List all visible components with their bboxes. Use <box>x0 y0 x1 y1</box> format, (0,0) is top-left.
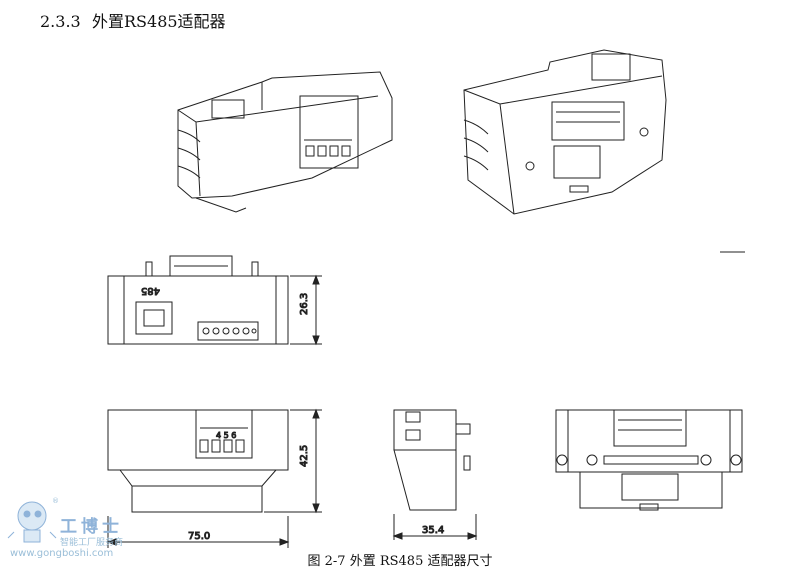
dimension-height-front: 26.3 <box>299 293 310 315</box>
side-view <box>392 409 478 540</box>
dimension-height-bottom: 42.5 <box>299 445 310 467</box>
port-label-485: 485 <box>141 285 160 296</box>
section-heading: 2.3.3 外置RS485适配器 <box>40 8 226 32</box>
registered-mark: ® <box>52 497 59 505</box>
watermark-slogan: 智能工厂服务商 <box>60 538 124 548</box>
iso-view-back <box>463 49 667 215</box>
watermark-url: www.gongboshi.com <box>10 548 114 559</box>
terminal-label: 4 5 6 <box>216 431 236 440</box>
section-number: 2.3.3 <box>40 12 81 31</box>
figure-caption: 图 2-7 外置 RS485 适配器尺寸 <box>307 554 493 569</box>
front-view <box>107 255 322 346</box>
back-view <box>555 409 743 511</box>
iso-view-front <box>177 71 393 213</box>
watermark-robot-icon <box>7 501 57 543</box>
dimension-width: 75.0 <box>188 531 210 542</box>
section-title: 外置RS485适配器 <box>92 12 226 31</box>
watermark-brand: 工博士 <box>60 517 123 537</box>
dimension-depth: 35.4 <box>422 525 444 536</box>
bottom-view <box>106 408 322 548</box>
